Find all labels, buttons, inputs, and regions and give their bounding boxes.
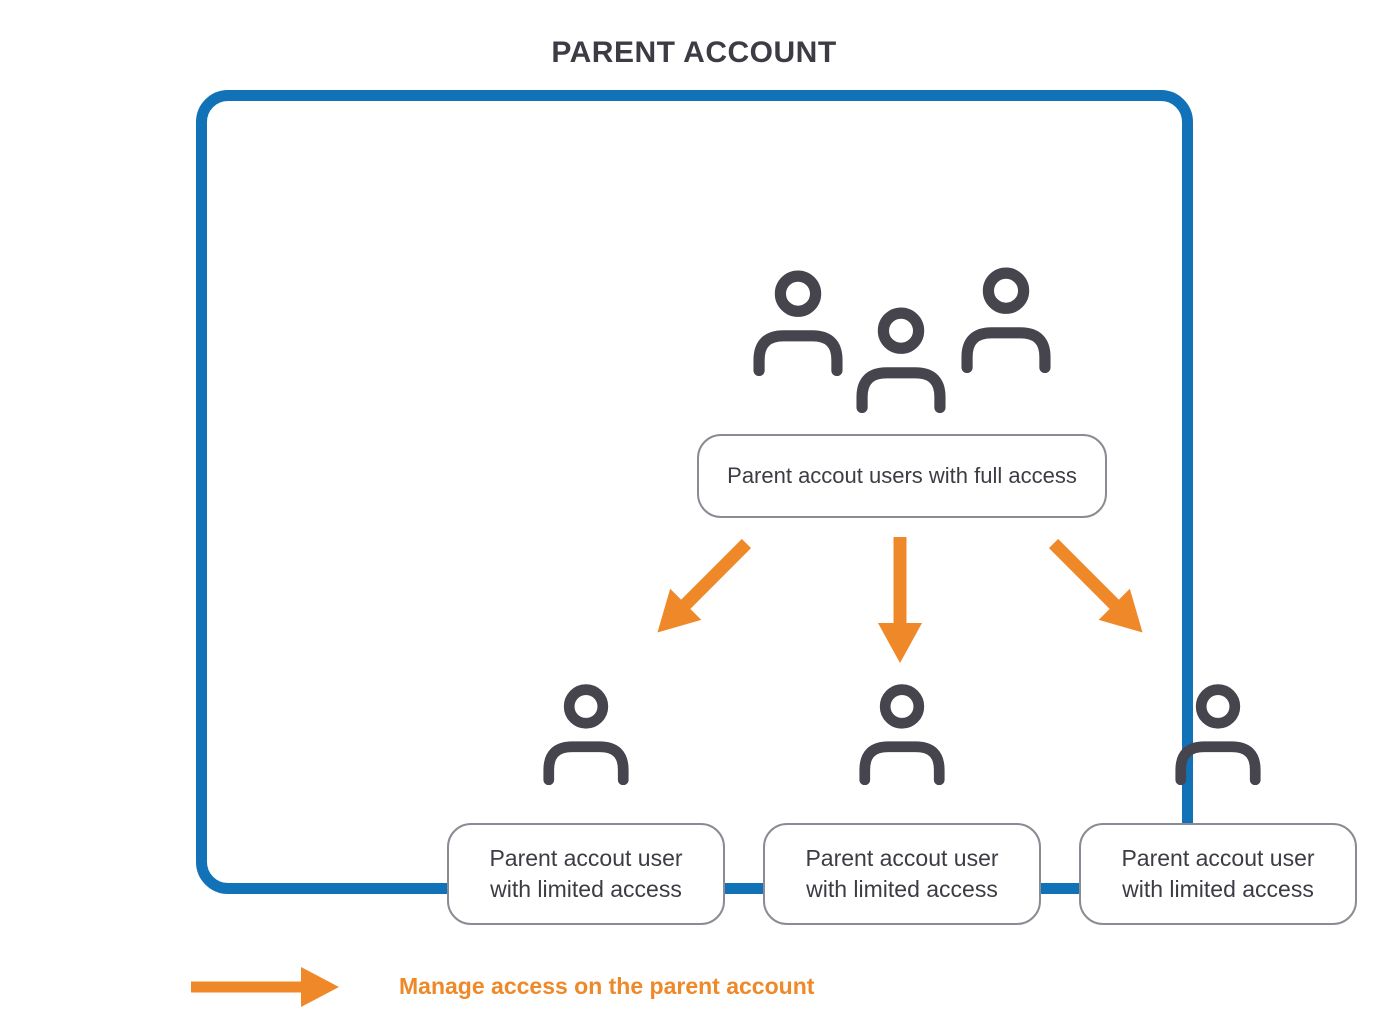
full-access-label: Parent accout users with full access (727, 463, 1077, 488)
full-access-box: Parent accout users with full access (697, 434, 1107, 518)
user-icon (856, 683, 948, 785)
limited-access-box: Parent accout user with limited access (763, 823, 1041, 925)
user-icon (1172, 683, 1264, 785)
right-arrow-icon (191, 966, 341, 1008)
manage-arrow-down-right-icon (1037, 527, 1159, 649)
limited-access-label-line2: with limited access (806, 876, 998, 902)
manage-arrow-down-icon (877, 537, 923, 663)
page-title: PARENT ACCOUNT (551, 36, 837, 69)
limited-access-label-line1: Parent accout user (805, 844, 999, 871)
limited-access-box: Parent accout user with limited access (1079, 823, 1357, 925)
parent-account-container: Parent accout users with full access Par… (196, 90, 1357, 925)
limited-access-box: Parent accout user with limited access (447, 823, 725, 925)
limited-access-label-line1: Parent accout user (1121, 844, 1315, 871)
limited-access-label-line2: with limited access (490, 876, 682, 902)
legend-label: Manage access on the parent account (399, 973, 815, 999)
users-group-icon (748, 261, 1058, 421)
limited-access-label-line1: Parent accout user (489, 844, 683, 871)
manage-arrow-down-left-icon (641, 527, 763, 649)
user-icon (540, 683, 632, 785)
limited-access-label-line2: with limited access (1122, 876, 1314, 902)
